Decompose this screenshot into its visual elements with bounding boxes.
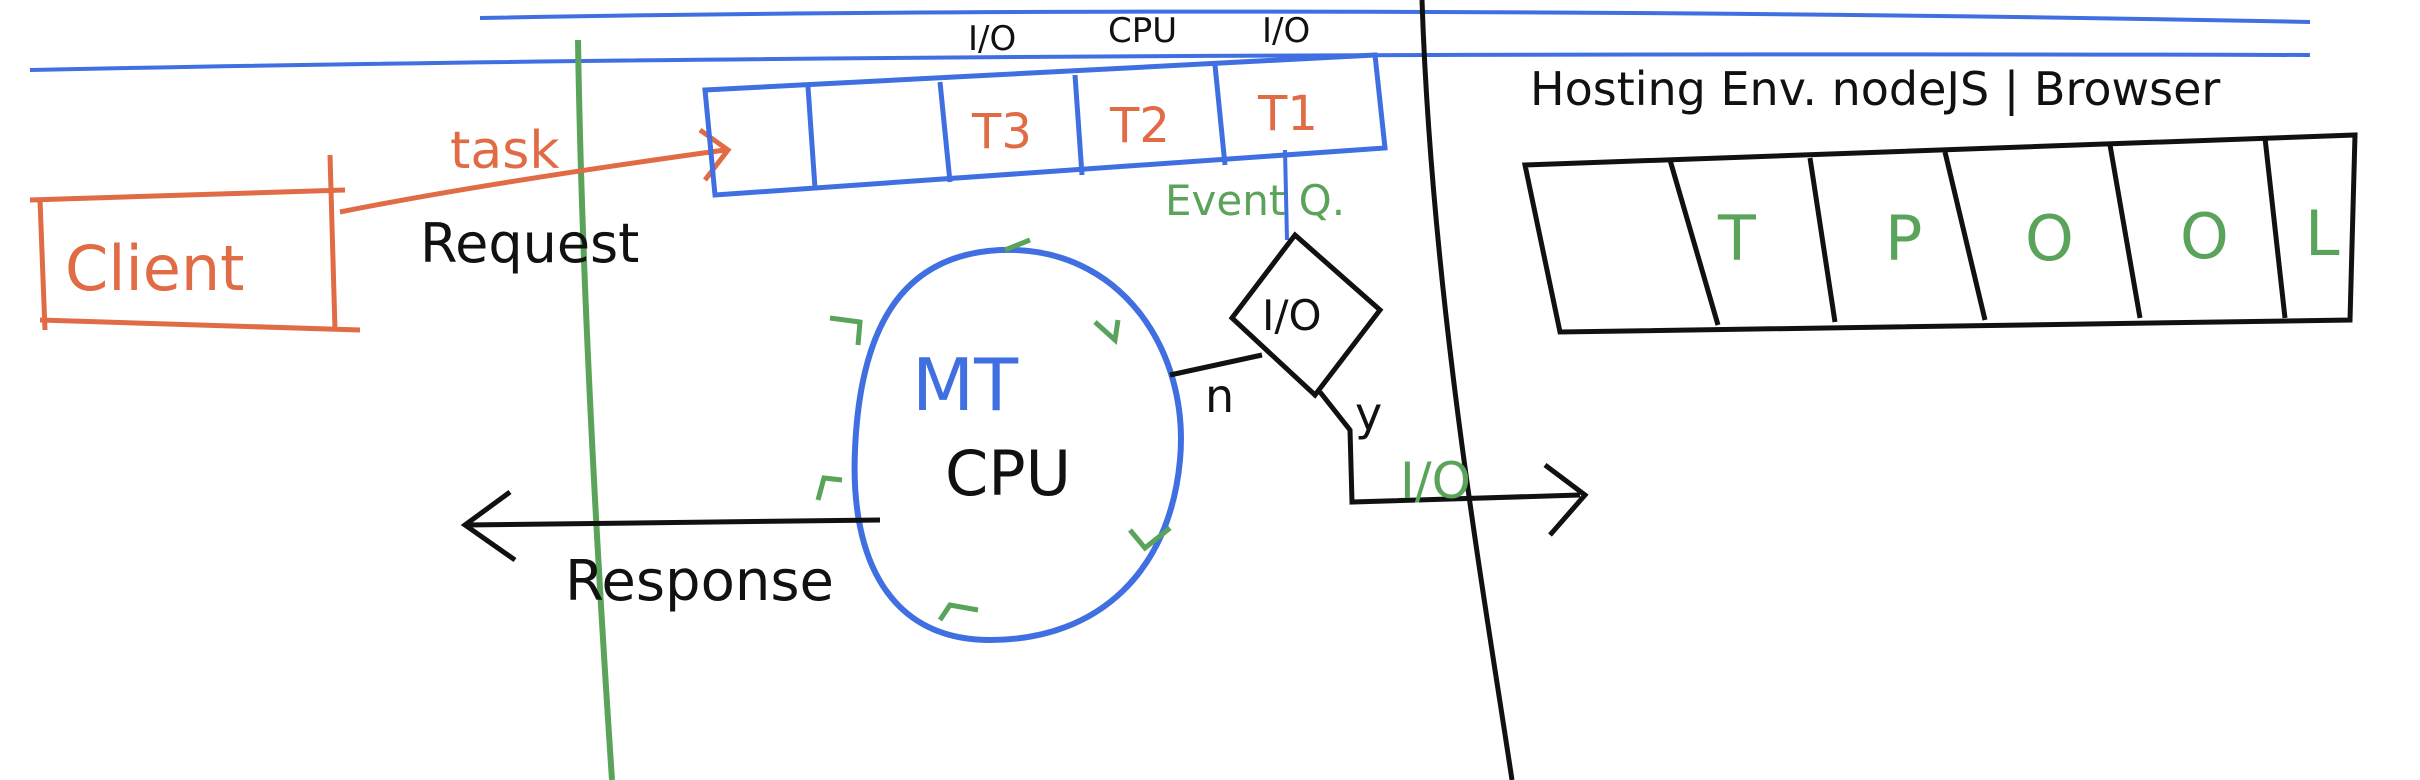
queue-slot-type-5: I/O: [1262, 11, 1310, 51]
top-rule-line: [29, 52, 2311, 72]
no-branch-line: [1169, 352, 1263, 378]
thread-pool-cell-6: L: [2305, 197, 2340, 270]
event-queue-label: Event Q.: [1165, 176, 1345, 225]
black-divider-line: [1419, 0, 1515, 780]
green-divider-line: [575, 39, 615, 780]
hosting-title: Hosting Env. nodeJS | Browser: [1530, 62, 2220, 117]
request-label: Request: [420, 212, 639, 275]
event-queue: I/O CPU I/O T3 T2 T1 Event Q.: [702, 11, 1388, 225]
queue-slot-type-3: I/O: [968, 19, 1016, 59]
queue-slot-4: T2: [1109, 98, 1170, 154]
top-rule-line-upper: [479, 9, 2311, 24]
response-label: Response: [565, 549, 834, 614]
main-thread-title: MT: [912, 343, 1019, 427]
task-arrow: task Request: [339, 121, 732, 275]
loop-tick-3: [1093, 319, 1121, 345]
task-label: task: [450, 121, 559, 181]
client-box: Client: [29, 154, 361, 333]
thread-pool-cell-2: T: [1717, 202, 1757, 275]
loop-tick-1: [829, 315, 863, 346]
no-branch-label: n: [1205, 369, 1234, 423]
yes-branch-label: y: [1355, 387, 1382, 441]
thread-pool-outline: [1521, 132, 2358, 335]
io-decision: I/O n y I/O: [1169, 231, 1589, 537]
loop-tick-4: [1128, 526, 1172, 552]
io-out-label: I/O: [1400, 452, 1471, 510]
io-decision-label: I/O: [1262, 291, 1322, 340]
main-thread: MT CPU: [815, 237, 1184, 644]
queue-slot-3: T3: [971, 104, 1032, 160]
queue-to-decision-line: [1283, 149, 1289, 241]
queue-slot-type-4: CPU: [1108, 11, 1177, 51]
thread-pool-cell-3: P: [1885, 202, 1922, 275]
thread-pool-cell-5: O: [2180, 200, 2229, 273]
loop-tick-5: [937, 602, 979, 622]
yes-branch-line: [1318, 390, 1581, 505]
loop-tick-6: [815, 475, 843, 501]
main-thread-subtitle: CPU: [945, 437, 1071, 510]
thread-pool-cell-4: O: [2025, 202, 2074, 275]
client-label: Client: [65, 232, 245, 305]
yes-branch-arrowhead: [1543, 463, 1589, 537]
thread-pool-dividers: [1667, 137, 2288, 326]
hosting-environment: Hosting Env. nodeJS | Browser T P O O L: [1521, 62, 2358, 335]
loop-tick-2: [1004, 237, 1031, 253]
response-arrow: Response: [460, 489, 881, 614]
queue-slot-5: T1: [1257, 86, 1318, 142]
